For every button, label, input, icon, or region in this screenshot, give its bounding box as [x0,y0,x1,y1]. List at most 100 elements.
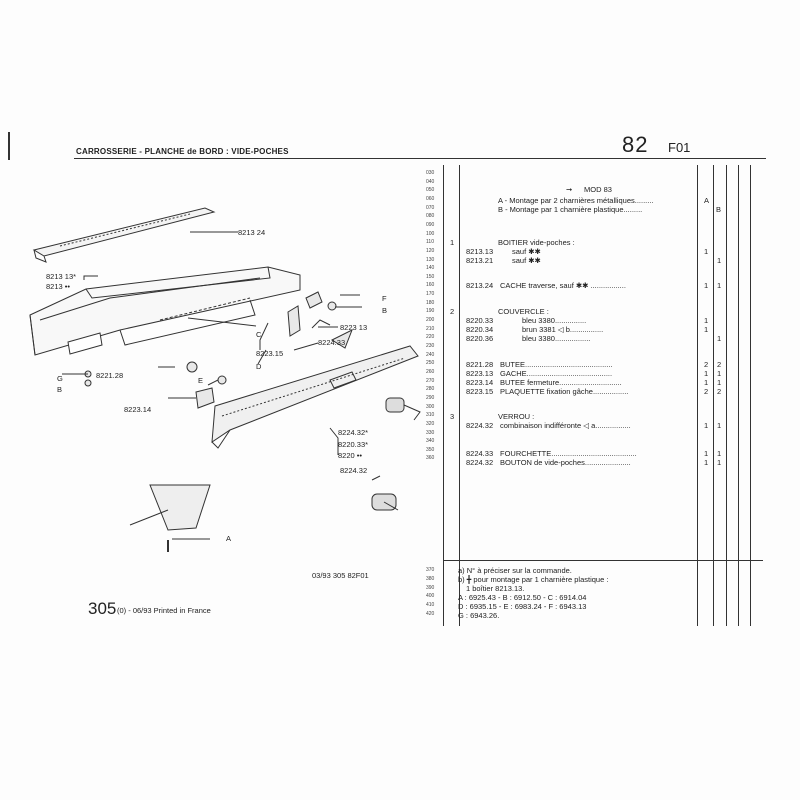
diagram-label: D [256,362,262,371]
header-rule [74,158,766,159]
line-number: 240 [426,351,435,358]
diagram-label: 8223 13 [340,323,368,332]
part-desc: sauf ✱✱ [512,256,541,265]
screw-b-drawing [327,301,337,311]
plate-number: F01 [668,140,691,155]
part-desc: BOUTON de vide-poches...................… [500,458,631,467]
line-number: 190 [426,308,435,315]
qty-a: 2 [704,387,709,396]
section-index-1: 1 [450,238,455,247]
part-ref: 8224.32 [466,421,494,430]
line-number: 150 [426,273,435,280]
line-number: 140 [426,265,435,272]
desc-rule [697,165,698,626]
part-ref: 8223.13 [466,369,494,378]
diagram-label: C [256,330,262,339]
line-number: 180 [426,299,435,306]
diagram-label: 8223.15 [256,349,284,358]
diagram-label: 8220.33* [338,440,369,449]
color-code-1: A : 6925.43 - B : 6912.50 - C : 6914.04 [458,593,587,602]
part-desc: BUTEE fermeture.........................… [500,378,622,387]
qty-a-rule [713,165,714,626]
line-number: 070 [426,204,435,211]
line-number-rule [443,165,444,626]
note-a: A - Montage par 2 charnières métalliques… [498,196,654,205]
line-number: 280 [426,386,435,393]
line-number: 340 [426,438,435,445]
part-desc: FOURCHETTE..............................… [500,449,637,458]
part-ref: 8220.36 [466,334,494,343]
fourchette-drawing [330,328,353,349]
line-number: 050 [426,187,435,194]
qty-b: 2 [717,360,722,369]
diagram-label: 8213 13* [46,272,77,281]
part-desc: BUTEE...................................… [500,360,613,369]
part-desc: bleu 3380................. [522,334,591,343]
note-a-code: A [704,196,710,205]
diagram-label: B [382,306,388,315]
print-info: (0) - 06/93 Printed in France [117,606,211,615]
index-rule [459,165,460,626]
mod-label: MOD 83 [584,185,612,194]
line-number: 130 [426,256,435,263]
line-number: 080 [426,213,435,220]
group-number: 82 [622,132,649,157]
line-number: 270 [426,377,435,384]
section-index-2: 2 [450,307,455,316]
line-number: 100 [426,230,435,237]
qty-a: 1 [704,369,709,378]
line-number: 220 [426,334,435,341]
part-desc: PLAQUETTE fixation gâche................… [500,387,629,396]
note-b: B - Montage par 1 charnière plastique...… [498,205,643,214]
part-desc: bleu 3380............... [522,316,587,325]
qty-a: 1 [704,458,709,467]
mod-arrow-icon: ➞ [566,185,573,194]
exploded-parts-diagram [29,207,421,552]
note-b-code: B [716,205,722,214]
line-number: 260 [426,368,435,375]
line-number: 030 [426,170,435,176]
line-number: 290 [426,394,435,401]
part-ref: 8223.14 [466,378,494,387]
qty-a: 2 [704,360,709,369]
diagram-label: G [57,374,63,383]
butee-drawing [186,361,198,373]
qty-b: 1 [717,369,722,378]
footnote-b: b) ╋ pour montage par 1 charnière plasti… [458,575,609,584]
gache-drawing [311,319,331,329]
line-number: 300 [426,403,435,410]
line-number: 060 [426,195,435,202]
diagram-label: 8223.14 [124,405,152,414]
qty-b: 2 [717,387,722,396]
line-number: 210 [426,325,435,332]
part-desc: combinaison indifféronte ◁ a............… [500,421,631,430]
screw-b2-drawing [84,379,92,387]
part-desc: GACHE...................................… [500,369,613,378]
part-desc: sauf ✱✱ [512,247,541,256]
model-number: 305 [88,599,117,618]
footnote-b-cont: 1 boîtier 8213.13. [466,584,525,593]
qty-b: 1 [717,458,722,467]
part-ref: 8220.34 [466,325,494,334]
butee-fermeture-drawing [195,387,215,409]
part-ref: 8224.33 [466,449,494,458]
document-code: 03/93 305 82F01 [312,571,369,580]
section-heading-boitier: BOITIER vide-poches : [498,238,575,247]
clip-f-drawing [305,291,323,309]
part-desc: brun 3381 ◁ b................ [522,325,604,334]
line-number: 350 [426,446,435,453]
line-number: 330 [426,429,435,436]
diagram-label: B [57,385,63,394]
qty-b: 1 [717,449,722,458]
qty-b: 1 [717,334,722,343]
diagram-label: E [198,376,204,385]
qty-a: 1 [704,325,709,334]
section-index-3: 3 [450,412,455,421]
line-number: 370 [426,567,435,573]
line-number: 320 [426,420,435,427]
diagram-label: 8224.33 [318,338,346,347]
diagram-label: 8213 24 [238,228,266,237]
col-rule-6 [750,165,751,626]
qty-b: 1 [717,378,722,387]
